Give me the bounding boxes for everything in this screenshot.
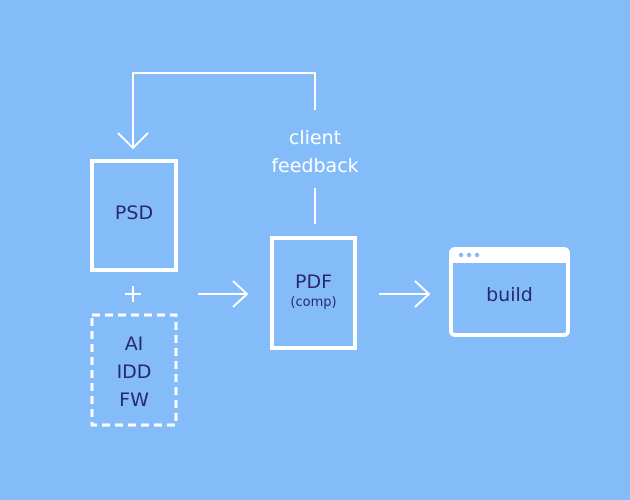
psd-box — [90, 159, 178, 272]
feedback-line2: feedback — [271, 155, 359, 177]
pdf-box — [270, 236, 357, 350]
pdf-title: PDF — [294, 271, 333, 293]
arrow-to-build-head — [414, 280, 431, 308]
tool-fw: FW — [119, 389, 149, 411]
feedback-label: client feedback — [255, 124, 375, 180]
arrow-to-pdf-head — [232, 280, 249, 308]
tool-idd: IDD — [116, 361, 152, 383]
feedback-arrowhead — [117, 132, 149, 150]
optional-tools-label: AI IDD FW — [92, 330, 176, 414]
window-dot-icon — [474, 252, 480, 258]
tool-ai: AI — [124, 333, 144, 355]
feedback-loop-line — [132, 72, 316, 147]
psd-label: PSD — [114, 202, 154, 224]
feedback-line1: client — [288, 127, 342, 149]
window-dot-icon — [458, 252, 464, 258]
pdf-label: PDF (comp) — [272, 270, 355, 312]
window-dot-icon — [466, 252, 472, 258]
pdf-subtitle: (comp) — [290, 295, 337, 310]
optional-tools-box — [90, 313, 178, 427]
build-label: build — [486, 284, 533, 306]
